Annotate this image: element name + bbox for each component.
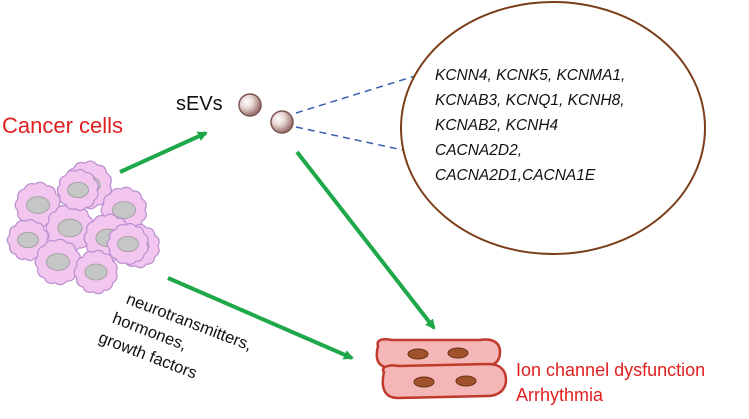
cell-nucleus xyxy=(112,201,137,219)
muscle-nucleus xyxy=(407,348,429,360)
sevs-label: sEVs xyxy=(176,93,223,115)
cell-nucleus xyxy=(84,263,108,281)
cell-nucleus xyxy=(25,196,51,214)
gene-list: KCNN4, KCNK5, KCNMA1, KCNAB3, KCNQ1, KCN… xyxy=(435,67,625,184)
factors-label: neurotransmitters, hormones, growth fact… xyxy=(96,290,254,383)
gene-line: CACNA2D1,CACNA1E xyxy=(435,167,596,184)
gene-line: KCNN4, KCNK5, KCNMA1, xyxy=(435,67,625,84)
cancer-cell-cluster xyxy=(6,160,160,295)
muscle-nucleus xyxy=(413,376,435,388)
gene-line: KCNAB2, KCNH4 xyxy=(435,117,559,134)
arrow-sevs-to-heart xyxy=(295,150,436,330)
outcome-arrhythmia: Arrhythmia xyxy=(516,385,604,405)
outcome-ion-channel: Ion channel dysfunction xyxy=(516,360,705,380)
gene-line: CACNA2D2, xyxy=(435,142,522,159)
vesicle-1 xyxy=(238,93,262,117)
cell-nucleus xyxy=(67,181,89,198)
gene-ellipse xyxy=(400,1,706,255)
cancer-cells-label: Cancer cells xyxy=(2,113,123,138)
gene-line: KCNAB3, KCNQ1, KCNH8, xyxy=(435,92,625,109)
cell-nucleus xyxy=(17,231,39,248)
vesicle-2 xyxy=(270,110,294,134)
cell-nucleus xyxy=(57,218,83,238)
cardiomyocyte-bottom xyxy=(381,362,508,400)
cell-nucleus xyxy=(117,235,139,252)
cell-nucleus xyxy=(46,253,71,271)
arrow-cells-to-heart xyxy=(167,276,354,360)
cardiomyocytes xyxy=(375,338,508,400)
arrow-cells-to-sevs xyxy=(119,131,208,174)
dashed-callout-lower xyxy=(295,126,413,153)
muscle-nucleus xyxy=(455,375,477,387)
muscle-nucleus xyxy=(447,347,469,359)
